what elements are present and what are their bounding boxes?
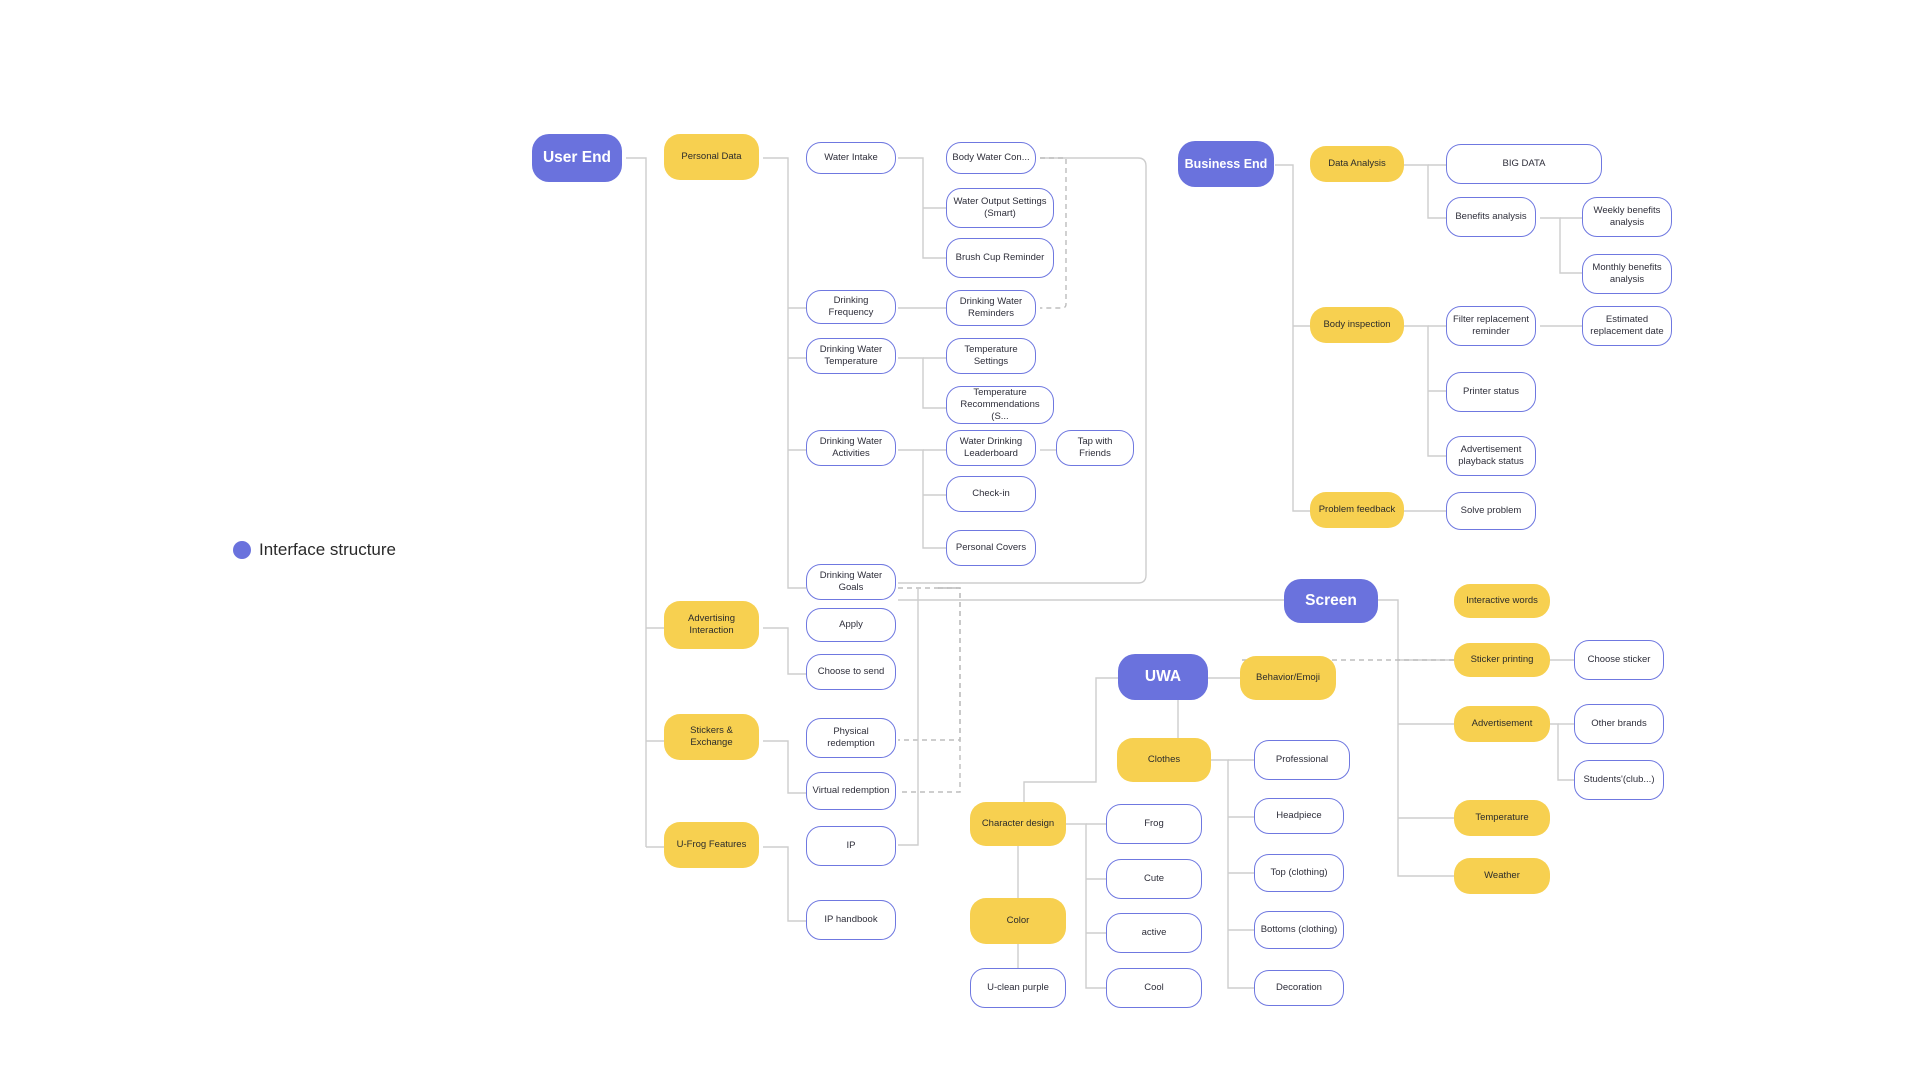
node-professional[interactable]: Professional xyxy=(1254,740,1350,780)
category-interactive-words[interactable]: Interactive words xyxy=(1454,584,1550,618)
category-personal-data[interactable]: Personal Data xyxy=(664,134,759,180)
node-water-output-settings[interactable]: Water Output Settings (Smart) xyxy=(946,188,1054,228)
category-behavior-emoji[interactable]: Behavior/Emoji xyxy=(1240,656,1336,700)
node-water-drinking-leaderboard[interactable]: Water Drinking Leaderboard xyxy=(946,430,1036,466)
category-ufrog-features[interactable]: U-Frog Features xyxy=(664,822,759,868)
node-other-brands[interactable]: Other brands xyxy=(1574,704,1664,744)
legend-dot xyxy=(233,541,251,559)
node-ad-playback-status[interactable]: Advertisement playback status xyxy=(1446,436,1536,476)
node-drinking-frequency[interactable]: Drinking Frequency xyxy=(806,290,896,324)
node-active[interactable]: active xyxy=(1106,913,1202,953)
node-weekly-benefits[interactable]: Weekly benefits analysis xyxy=(1582,197,1672,237)
node-check-in[interactable]: Check-in xyxy=(946,476,1036,512)
category-stickers-exchange[interactable]: Stickers & Exchange xyxy=(664,714,759,760)
node-frog[interactable]: Frog xyxy=(1106,804,1202,844)
node-brush-cup-reminder[interactable]: Brush Cup Reminder xyxy=(946,238,1054,278)
node-choose-to-send[interactable]: Choose to send xyxy=(806,654,896,690)
node-drinking-water-activities[interactable]: Drinking Water Activities xyxy=(806,430,896,466)
node-personal-covers[interactable]: Personal Covers xyxy=(946,530,1036,566)
category-body-inspection[interactable]: Body inspection xyxy=(1310,307,1404,343)
node-solve-problem[interactable]: Solve problem xyxy=(1446,492,1536,530)
node-tap-with-friends[interactable]: Tap with Friends xyxy=(1056,430,1134,466)
category-color[interactable]: Color xyxy=(970,898,1066,944)
category-advertisement[interactable]: Advertisement xyxy=(1454,706,1550,742)
node-monthly-benefits[interactable]: Monthly benefits analysis xyxy=(1582,254,1672,294)
category-temperature[interactable]: Temperature xyxy=(1454,800,1550,836)
node-estimated-replacement[interactable]: Estimated replacement date xyxy=(1582,306,1672,346)
node-temperature-settings[interactable]: Temperature Settings xyxy=(946,338,1036,374)
category-advertising-interaction[interactable]: Advertising Interaction xyxy=(664,601,759,649)
legend-label: Interface structure xyxy=(259,540,397,559)
category-problem-feedback[interactable]: Problem feedback xyxy=(1310,492,1404,528)
node-top-clothing[interactable]: Top (clothing) xyxy=(1254,854,1344,892)
node-drinking-water-temperature[interactable]: Drinking Water Temperature xyxy=(806,338,896,374)
node-benefits-analysis[interactable]: Benefits analysis xyxy=(1446,197,1536,237)
root-uwa[interactable]: UWA xyxy=(1118,654,1208,700)
node-choose-sticker[interactable]: Choose sticker xyxy=(1574,640,1664,680)
node-decoration[interactable]: Decoration xyxy=(1254,970,1344,1006)
node-virtual-redemption[interactable]: Virtual redemption xyxy=(806,772,896,810)
node-headpiece[interactable]: Headpiece xyxy=(1254,798,1344,834)
node-drinking-water-reminders[interactable]: Drinking Water Reminders xyxy=(946,290,1036,326)
category-clothes[interactable]: Clothes xyxy=(1117,738,1211,782)
node-water-intake[interactable]: Water Intake xyxy=(806,142,896,174)
node-students-club[interactable]: Students'(club...) xyxy=(1574,760,1664,800)
node-apply[interactable]: Apply xyxy=(806,608,896,642)
node-filter-replacement[interactable]: Filter replacement reminder xyxy=(1446,306,1536,346)
category-sticker-printing[interactable]: Sticker printing xyxy=(1454,643,1550,677)
node-drinking-water-goals[interactable]: Drinking Water Goals xyxy=(806,564,896,600)
node-ip[interactable]: IP xyxy=(806,826,896,866)
node-uclean-purple[interactable]: U-clean purple xyxy=(970,968,1066,1008)
node-bottoms-clothing[interactable]: Bottoms (clothing) xyxy=(1254,911,1344,949)
category-character-design[interactable]: Character design xyxy=(970,802,1066,846)
category-weather[interactable]: Weather xyxy=(1454,858,1550,894)
node-temperature-recommendations[interactable]: Temperature Recommendations (S... xyxy=(946,386,1054,424)
node-cool[interactable]: Cool xyxy=(1106,968,1202,1008)
root-screen[interactable]: Screen xyxy=(1284,579,1378,623)
root-business-end[interactable]: Business End xyxy=(1178,141,1274,187)
legend: Interface structure xyxy=(233,540,396,560)
node-cute[interactable]: Cute xyxy=(1106,859,1202,899)
node-big-data[interactable]: BIG DATA xyxy=(1446,144,1602,184)
node-ip-handbook[interactable]: IP handbook xyxy=(806,900,896,940)
root-user-end[interactable]: User End xyxy=(532,134,622,182)
category-data-analysis[interactable]: Data Analysis xyxy=(1310,146,1404,182)
node-body-water-con[interactable]: Body Water Con... xyxy=(946,142,1036,174)
node-physical-redemption[interactable]: Physical redemption xyxy=(806,718,896,758)
node-printer-status[interactable]: Printer status xyxy=(1446,372,1536,412)
